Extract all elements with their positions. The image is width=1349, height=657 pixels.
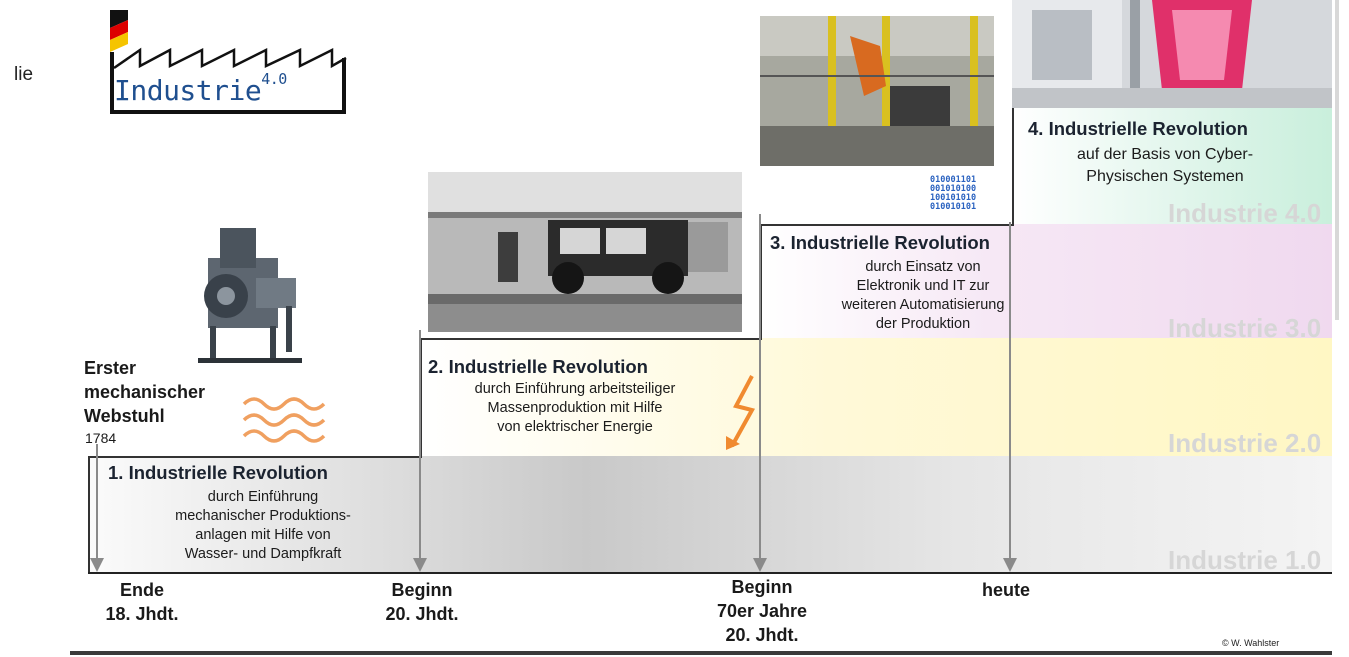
binary-line: 010010101 [930,202,977,212]
partial-text: lie [14,64,34,85]
loom-label: Erster mechanischer Webstuhl [84,356,205,428]
step-edge-3 [760,224,762,340]
desc-line: durch Einsatz von [865,259,981,275]
step-edge-2 [420,338,422,458]
ghost-label-4: Industrie 4.0 [1168,198,1322,228]
loom-label-line: mechanischer [84,382,206,402]
timeline-label-line: 18. Jhdt. [105,604,179,624]
loom-label-line: Erster [84,358,137,378]
logo-version: 4.0 [261,70,287,88]
step-edge-4 [1012,108,1014,226]
desc-line: anlagen mit Hilfe von [195,527,331,543]
binary-line: 010001101 [930,175,977,185]
timeline-label-line: heute [981,580,1030,600]
band-industrie-3 [760,224,1332,338]
desc-line: von elektrischer Energie [497,419,653,435]
timeline-axis [88,572,1332,574]
step-edge-1 [88,456,90,572]
arrow-line-1 [96,444,98,560]
revolution-2-desc: durch Einführung arbeitsteiliger Massenp… [430,380,720,437]
loom-machine-image [198,228,302,363]
binary-line: 001010100 [930,184,977,194]
revolution-3-desc: durch Einsatz von Elektronik und IT zur … [790,258,1056,334]
arrow-line-4 [1009,222,1011,560]
arrow-down-icon [753,558,767,572]
ghost-label-2: Industrie 2.0 [1168,428,1322,458]
desc-line: durch Einführung arbeitsteiliger [474,381,676,397]
loom-label-line: Webstuhl [84,406,165,426]
revolution-1-title: 1. Industrielle Revolution [108,462,328,483]
revolution-4-title: 4. Industrielle Revolution [1028,118,1248,139]
credit-text: © W. Wahlster [1222,638,1280,648]
timeline-label-line: Beginn [391,580,453,600]
ghost-label-3: Industrie 3.0 [1168,313,1322,343]
arrow-down-icon [413,558,427,572]
binary-code: 010001101 001010100 100101010 010010101 [930,176,976,212]
factory-logo-icon [110,10,347,114]
binary-line: 100101010 [930,193,977,203]
revolution-2-title: 2. Industrielle Revolution [428,356,648,377]
desc-line: Elektronik und IT zur [856,278,990,294]
timeline-label-4: heute [946,578,1066,602]
timeline-label-line: 20. Jhdt. [385,604,459,624]
scrollbar[interactable] [1332,0,1349,657]
timeline-label-line: Beginn [731,577,793,597]
step-top-1 [88,456,420,458]
assembly-line-photo [428,172,742,332]
ghost-label-1: Industrie 1.0 [1168,545,1322,575]
desc-line: durch Einführung [207,489,319,505]
timeline-label-2: Beginn 20. Jhdt. [352,578,492,626]
cyber-physical-photo [1012,0,1332,108]
timeline-label-line: 70er Jahre [716,601,808,621]
timeline-label-line: Ende [119,580,164,600]
revolution-3-title: 3. Industrielle Revolution [770,232,990,253]
arrow-down-icon [90,558,104,572]
desc-line: Massenproduktion mit Hilfe [487,400,663,416]
bottom-rule [70,651,1332,655]
logo-word: Industrie [114,74,262,107]
step-top-3 [760,224,1012,226]
timeline-label-line: 20. Jhdt. [725,625,799,645]
band-industrie-2 [420,338,1332,456]
desc-line: mechanischer Produktions- [175,508,351,524]
robot-cell-photo [760,16,994,166]
band-industrie-4 [1012,108,1332,224]
arrow-line-2 [419,330,421,560]
timeline-label-1: Ende 18. Jhdt. [74,578,210,626]
desc-line: Wasser- und Dampfkraft [184,546,342,562]
band-industrie-1 [88,456,1332,572]
timeline-label-3: Beginn 70er Jahre 20. Jhdt. [692,575,832,647]
desc-line: Physischen Systemen [1086,168,1244,185]
step-top-2 [420,338,760,340]
lightning-bolt-icon [726,375,756,450]
desc-line: weiteren Automatisierung [841,297,1005,313]
arrow-down-icon [1003,558,1017,572]
desc-line: der Produktion [875,316,971,332]
loom-year: 1784 [85,430,117,446]
water-waves-icon [242,397,326,443]
revolution-1-desc: durch Einführung mechanischer Produktion… [118,488,408,564]
arrow-line-3 [759,214,761,560]
revolution-4-desc: auf der Basis von Cyber- Physischen Syst… [1030,144,1300,188]
scrollbar-thumb[interactable] [1335,0,1339,320]
desc-line: auf der Basis von Cyber- [1076,146,1254,163]
logo-text: Industrie4.0 [114,70,287,107]
